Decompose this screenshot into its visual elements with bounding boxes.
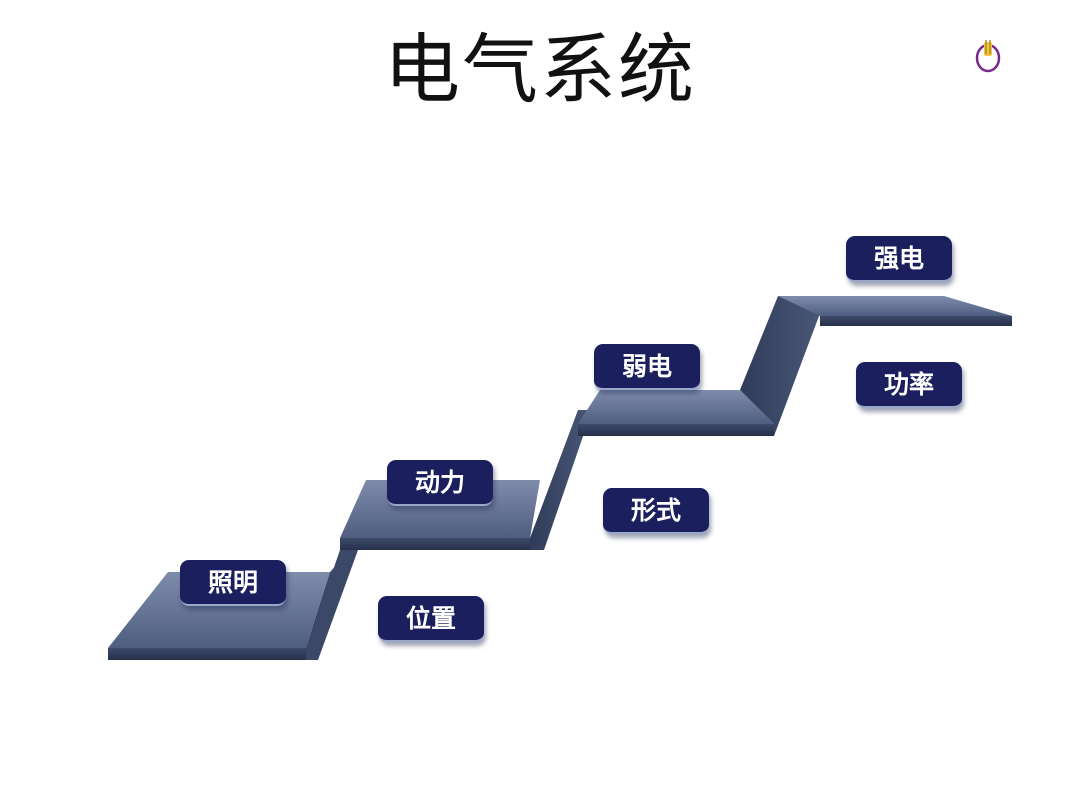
step-label-strong-current: 强电 [846, 236, 952, 282]
label-form: 形式 [603, 488, 709, 534]
step-label-power: 动力 [387, 460, 493, 506]
label-power-rating: 功率 [856, 362, 962, 408]
step-3-edge [578, 424, 774, 436]
step-2-edge [340, 538, 530, 550]
label-location: 位置 [378, 596, 484, 642]
page-title: 电气系统 [384, 25, 696, 114]
step-2-riser [530, 410, 592, 550]
bulb-logo-icon [975, 40, 1001, 73]
step-label-lighting: 照明 [180, 560, 286, 606]
step-1-edge [108, 648, 306, 660]
step-3-riser [740, 296, 822, 436]
step-label-weak-current: 弱电 [594, 344, 700, 390]
step-3-tread [578, 390, 774, 424]
step-4-tread [778, 296, 1012, 316]
step-4-edge [820, 316, 1012, 326]
step-1-riser-face [306, 550, 358, 660]
